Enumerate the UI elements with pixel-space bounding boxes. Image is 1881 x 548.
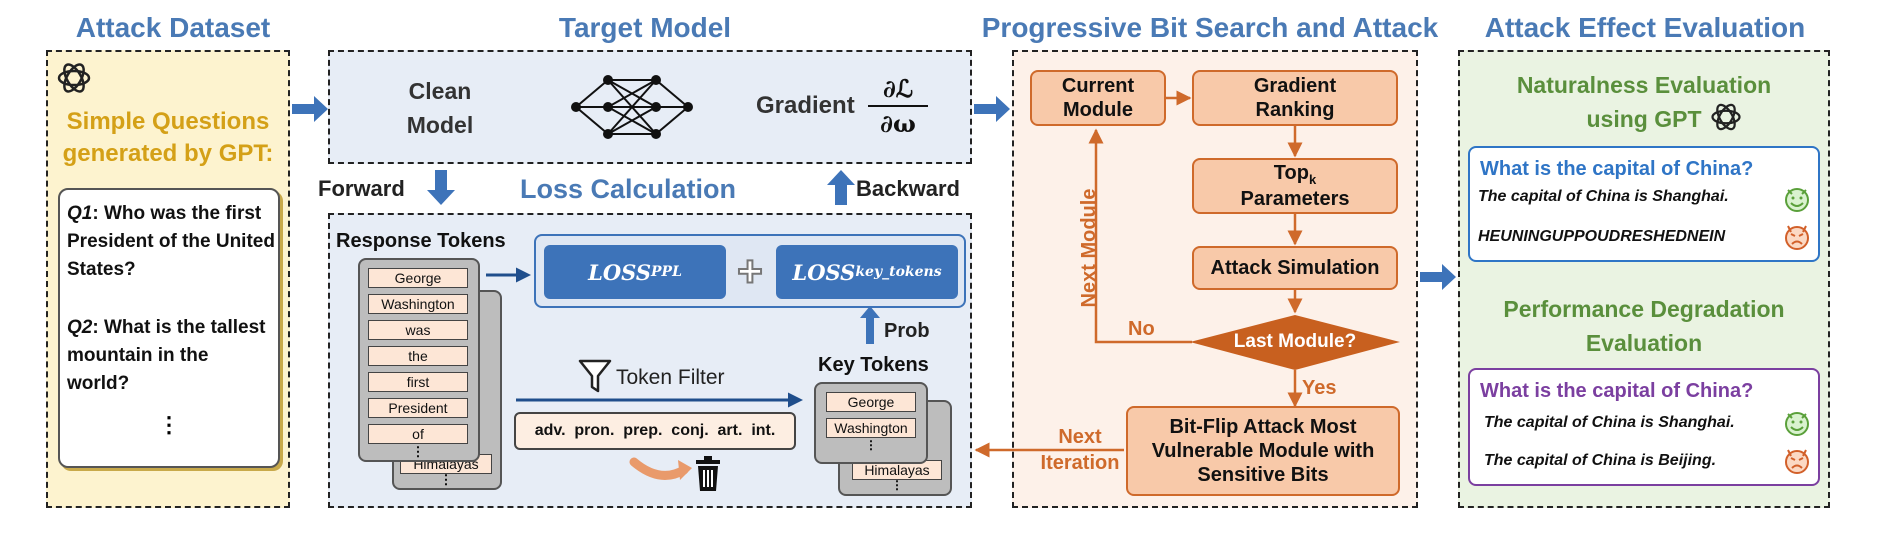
perf-answer-2: The capital of China is Beijing. <box>1484 452 1717 469</box>
questions-ellipsis: ⋮ <box>158 412 180 437</box>
forward-label: Forward <box>318 176 405 201</box>
next-module-label: Next Module <box>1078 188 1100 308</box>
last-module-label: Last Module? <box>1233 331 1357 352</box>
arrow-progressive-to-eval <box>1420 264 1456 290</box>
question-1: Q1: Who was the first President of the U… <box>67 203 275 280</box>
devil-face-icon <box>1785 225 1809 250</box>
backward-label: Backward <box>856 176 960 201</box>
funnel-icon <box>578 359 612 393</box>
key-back-token: Himalayas <box>852 460 942 480</box>
questions-box: Q1: Who was the first President of the U… <box>58 188 280 468</box>
devil-face-icon <box>1785 449 1809 474</box>
response-token-6: of <box>368 424 468 444</box>
plus-sign: + <box>736 246 764 297</box>
key-tokens-label: Key Tokens <box>818 354 929 376</box>
prob-label: Prob <box>884 320 930 342</box>
performance-box <box>1468 368 1820 486</box>
key-token-0: George <box>826 392 916 412</box>
key-front-ellipsis: ⋮ <box>865 438 877 452</box>
naturalness-box <box>1468 146 1820 262</box>
response-token-1: Washington <box>368 294 468 314</box>
back-stack-ellipsis: ⋮ <box>439 472 453 487</box>
perf-answer-1: The capital of China is Shanghai. <box>1484 414 1735 431</box>
response-token-5: President <box>368 398 468 418</box>
progressive-title: Progressive Bit Search and Attack <box>981 12 1439 43</box>
response-token-2: was <box>368 320 468 340</box>
target-model-title: Target Model <box>558 12 732 43</box>
yes-label: Yes <box>1302 377 1337 399</box>
openai-logo-icon <box>1711 103 1741 131</box>
attack-simulation-box: Attack Simulation <box>1192 246 1398 290</box>
response-token-3: the <box>368 346 468 366</box>
current-module-box: Current Module <box>1030 70 1166 126</box>
arrow-dataset-to-model <box>292 96 328 122</box>
gradient-ranking-box: Gradient Ranking <box>1192 70 1398 126</box>
attack-dataset-panel: Simple Questions generated by GPT: Q1: W… <box>46 50 290 508</box>
no-label: No <box>1128 318 1155 340</box>
progressive-connectors <box>1088 90 1400 408</box>
response-stack-ellipsis: ⋮ <box>411 444 425 459</box>
question-2: Q2: What is the tallest mountain in the … <box>67 317 266 394</box>
key-back-ellipsis: ⋮ <box>891 478 903 492</box>
evaluation-title: Attack Effect Evaluation <box>1484 12 1806 43</box>
happy-face-icon <box>1785 412 1809 436</box>
next-iteration-label: Next Iteration <box>1040 426 1120 474</box>
happy-face-icon <box>1785 188 1809 212</box>
perf-question: What is the capital of China? <box>1480 380 1754 402</box>
naturalness-title: Naturalness Evaluation using GPT <box>1516 72 1772 132</box>
performance-title: Performance Degradation Evaluation <box>1503 296 1785 356</box>
topk-parameters-box: Topk Parameters <box>1192 158 1398 214</box>
backward-arrow <box>827 170 855 205</box>
bitflip-attack-box: Bit-Flip Attack Most Vulnerable Module w… <box>1126 406 1400 496</box>
nat-question: What is the capital of China? <box>1480 158 1754 180</box>
nat-answer-1: The capital of China is Shanghai. <box>1478 188 1729 205</box>
nat-answer-2: HEUNINGUPPOUDRESHEDNEIN <box>1478 228 1726 245</box>
response-tokens-label: Response Tokens <box>336 230 506 252</box>
key-token-1: Washington <box>826 418 916 438</box>
loss-calculation-title: Loss Calculation <box>520 174 737 204</box>
forward-arrow <box>427 170 455 205</box>
response-token-0: George <box>368 268 468 288</box>
dataset-subtitle: Simple Questions generated by GPT: <box>48 106 288 170</box>
clean-model-label: Clean Model <box>406 78 474 138</box>
subtitle-line1: Simple Questions <box>66 108 270 135</box>
gradient-label: Gradient <box>756 92 855 119</box>
gradient-formula: ∂ℒ ∂ω <box>868 74 928 138</box>
trash-icon <box>696 456 720 491</box>
neural-network-icon <box>571 75 693 139</box>
attack-dataset-title: Attack Dataset <box>75 12 271 43</box>
last-module-diamond <box>1190 315 1400 370</box>
subtitle-line2: generated by GPT: <box>62 140 274 167</box>
arrow-model-to-progressive <box>974 96 1010 122</box>
filter-words-box: adv. pron. prep. conj. art. int. <box>514 412 796 450</box>
response-token-4: first <box>368 372 468 392</box>
openai-logo-icon <box>57 63 91 93</box>
token-filter-label: Token Filter <box>616 366 725 389</box>
